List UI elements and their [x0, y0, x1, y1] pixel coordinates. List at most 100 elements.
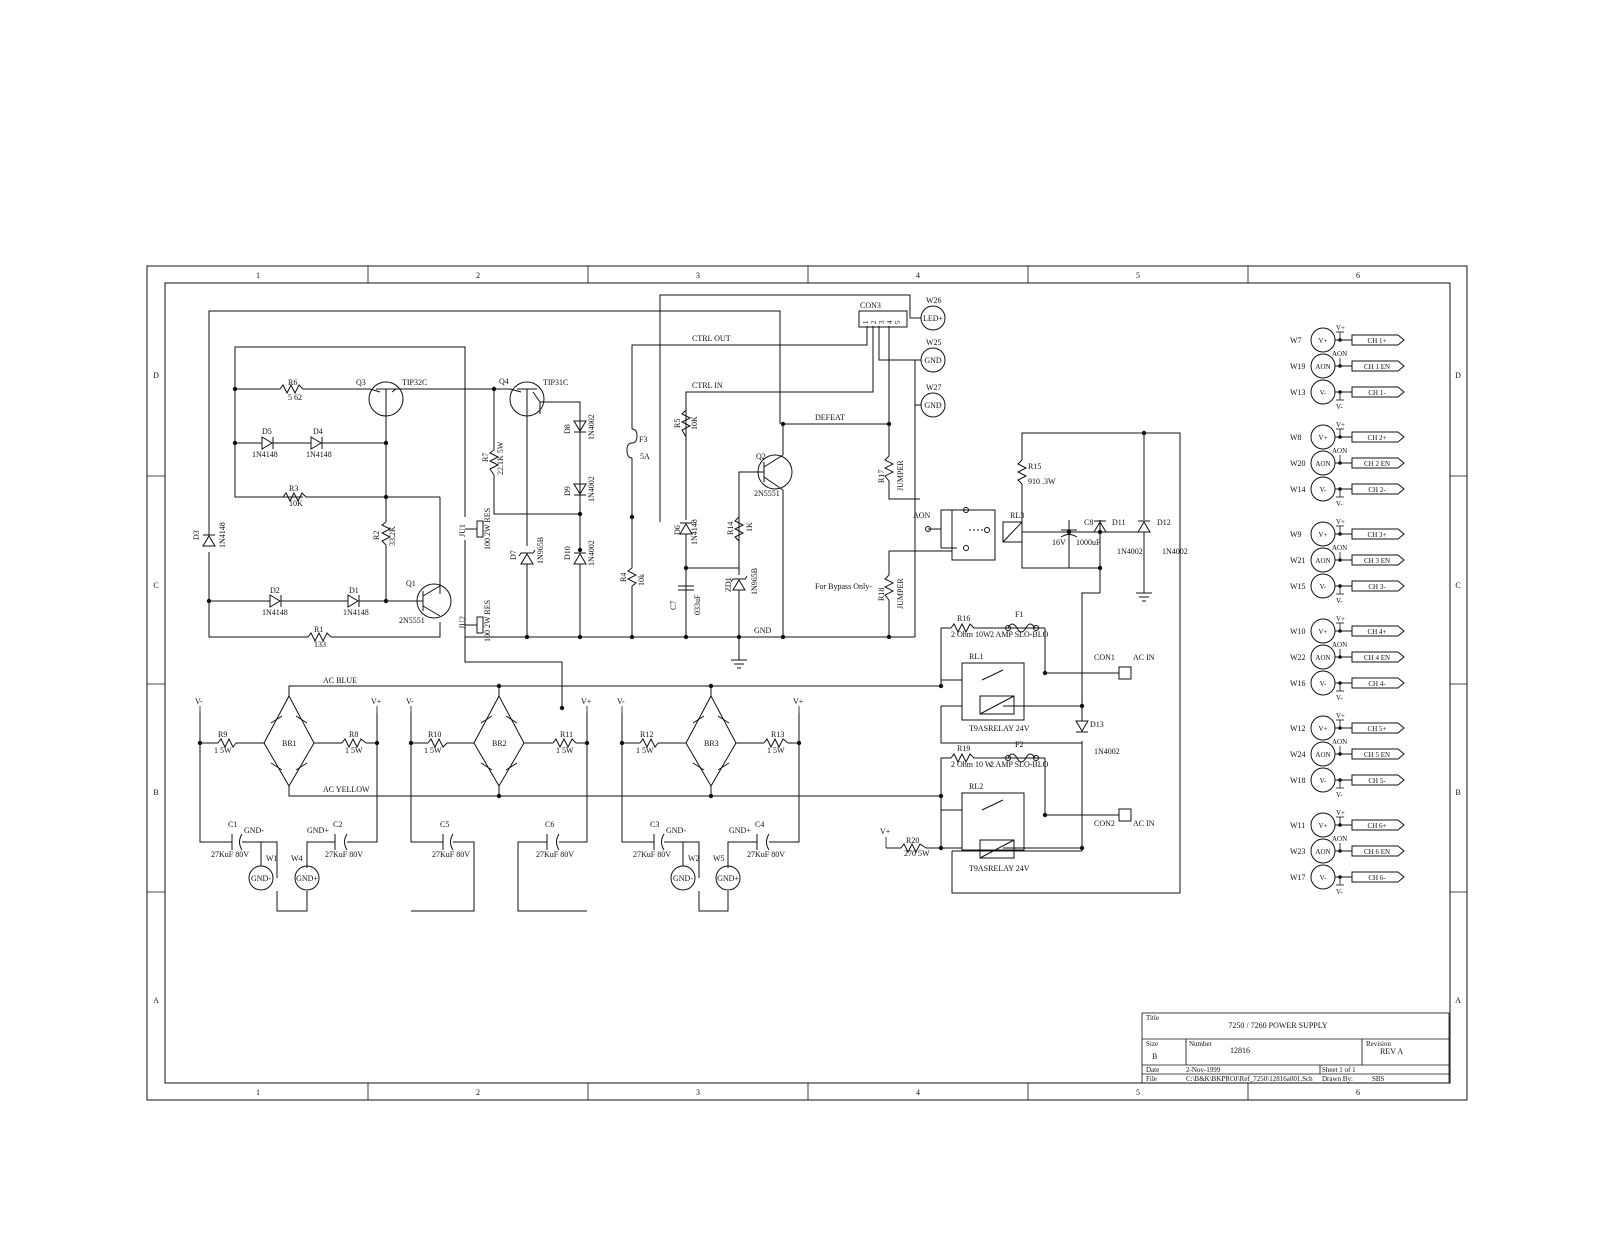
channel-port-label: CH 4 EN — [1364, 654, 1390, 662]
con2-symbol — [1118, 808, 1132, 822]
r12-ref: R12 — [640, 730, 653, 739]
w26-label: LED+ — [923, 314, 944, 323]
con1-ref: CON1 — [1094, 653, 1115, 662]
r2-value: 33.2K — [388, 526, 397, 546]
c5-ref: C5 — [440, 820, 449, 829]
net-vplus-r20: V+ — [880, 827, 891, 836]
r11-value: 1 5W — [556, 746, 574, 755]
channel-testpoint-ref: W21 — [1290, 556, 1306, 565]
w4-ref: W4 — [291, 854, 303, 863]
r15-ref: R15 — [1028, 462, 1041, 471]
zone-col-3-top: 3 — [696, 271, 700, 280]
zone-col-2-top: 2 — [476, 271, 480, 280]
r18-symbol — [883, 574, 895, 601]
channel-port-label: CH 3- — [1368, 583, 1386, 591]
d9-value: 1N4002 — [587, 476, 596, 502]
channel-testpoint-label: V- — [1320, 486, 1327, 494]
zone-row-a-left: A — [153, 996, 159, 1005]
r1-ref: R1 — [314, 625, 323, 634]
r12-value: 1 5W — [636, 746, 654, 755]
c4-symbol — [756, 833, 770, 851]
br3-ref: BR3 — [704, 739, 719, 748]
zone-row-b-right: B — [1455, 788, 1460, 797]
w2-ref: W2 — [688, 854, 700, 863]
zone-row-d-right: D — [1455, 371, 1461, 380]
r2-ref: R2 — [372, 531, 381, 540]
channel-testpoint-label: V+ — [1318, 434, 1327, 442]
channel-testpoint-ref: W16 — [1290, 679, 1306, 688]
rl3-symbol — [951, 507, 1023, 561]
c7-symbol — [678, 568, 694, 591]
svg-text:2: 2 — [870, 320, 878, 324]
c1-symbol — [231, 833, 243, 851]
date-value: 2-Nov-1999 — [1186, 1066, 1221, 1074]
channel-testpoint-ref: W20 — [1290, 459, 1306, 468]
r6-value: 5 62 — [288, 393, 302, 402]
w26-testpoint — [920, 305, 946, 331]
r5-value: 10K — [690, 416, 699, 430]
w26-ref: W26 — [926, 296, 942, 305]
net-gnd-minus-c1: GND- — [244, 826, 264, 835]
d13-symbol — [1075, 720, 1089, 733]
r7-ref: R7 — [481, 453, 490, 462]
zd1-symbol — [730, 575, 748, 591]
d7-value: 1N965B — [536, 537, 545, 564]
channel-testpoint-label: V+ — [1318, 628, 1327, 636]
zone-col-1-top: 1 — [256, 271, 260, 280]
net-gnd-plus-c4: GND+ — [729, 826, 751, 835]
channel-port — [1351, 748, 1405, 760]
d3-symbol — [202, 534, 216, 547]
w25-label: GND — [924, 356, 942, 365]
date-label: Date — [1146, 1066, 1159, 1074]
c1-ref: C1 — [228, 820, 237, 829]
rl1-ref: RL1 — [969, 652, 983, 661]
c7-ref: C7 — [669, 601, 678, 610]
channel-testpoint-label: V+ — [1318, 822, 1327, 830]
channel-port — [1351, 483, 1405, 495]
r16-symbol — [950, 622, 1003, 634]
r5-symbol — [680, 409, 692, 438]
q1-symbol — [416, 497, 452, 619]
channel-port — [1351, 871, 1405, 883]
con1-value: AC IN — [1133, 653, 1155, 662]
channel-port-label: CH 6 EN — [1364, 848, 1390, 856]
zone-row-b-left: B — [153, 788, 158, 797]
net-vplus-1: V+ — [371, 697, 382, 706]
net-vplus-2: V+ — [581, 697, 592, 706]
r16-ref: R16 — [957, 614, 970, 623]
q2-ref: Q2 — [756, 452, 766, 461]
c6-symbol — [546, 833, 560, 851]
w5-label: GND+ — [717, 874, 739, 883]
junction-dots — [197, 386, 1147, 851]
rl1-symbol — [961, 662, 1025, 721]
c2-value: 27KuF 80V — [325, 850, 363, 859]
channel-testpoint-label: V- — [1320, 389, 1327, 397]
q3-symbol — [368, 381, 404, 417]
channel-testpoint-ref: W10 — [1290, 627, 1306, 636]
channel-testpoint-ref: W9 — [1290, 530, 1302, 539]
r10-symbol — [427, 737, 448, 749]
d6-ref: D6 — [673, 525, 682, 535]
r16-value: 2 Ohm 10W — [951, 630, 991, 639]
channel-port-label: CH 1+ — [1368, 337, 1387, 345]
control-wiring — [208, 294, 1181, 894]
r13-ref: R13 — [771, 730, 784, 739]
d11-symbol — [1093, 520, 1107, 533]
net-vplus-3: V+ — [793, 697, 804, 706]
f1-ref: F1 — [1015, 610, 1023, 619]
revision-label: Revision — [1366, 1040, 1391, 1048]
f2-ref: F2 — [1015, 740, 1023, 749]
d1-value: 1N4148 — [343, 608, 369, 617]
channel-power-tag: V+ — [1336, 615, 1345, 623]
f3-value: 5A — [640, 452, 650, 461]
r14-ref: R14 — [726, 522, 735, 535]
net-aon-relay: AON — [913, 511, 931, 520]
sheet-value: Sheet 1 of 1 — [1322, 1066, 1356, 1074]
channel-port — [1351, 360, 1405, 372]
channel-power-tag: AON — [1332, 447, 1347, 455]
channel-power-tag: V- — [1336, 791, 1343, 799]
r17-ref: R17 — [877, 470, 886, 483]
